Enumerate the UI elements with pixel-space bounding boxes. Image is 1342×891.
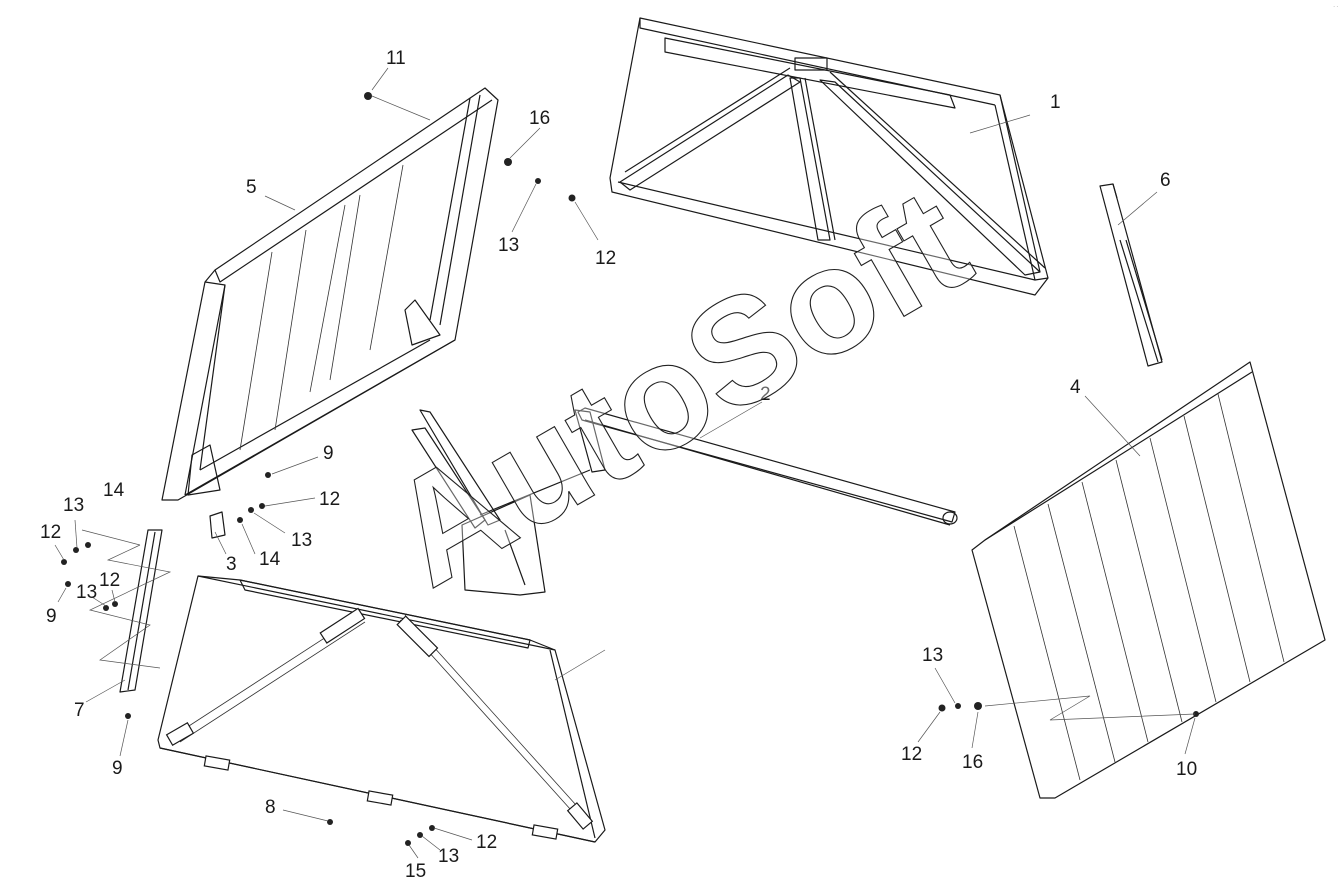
callout-13-bottom: 13 xyxy=(438,846,459,867)
callout-14-mid: 14 xyxy=(259,549,281,570)
callout-13-mid: 13 xyxy=(291,530,312,551)
callout-7: 7 xyxy=(74,700,85,721)
callout-2: 2 xyxy=(760,384,771,405)
callout-16-bottom: 16 xyxy=(962,752,983,773)
callout-12-top: 12 xyxy=(595,248,616,269)
callouts: 1 2 3 4 5 6 7 8 9 9 9 10 11 12 12 12 12 … xyxy=(40,48,1197,882)
part-2-shaft-assembly xyxy=(411,407,958,596)
callout-9-bottom: 9 xyxy=(112,758,123,779)
callout-13-top: 13 xyxy=(498,235,519,256)
callout-12-left: 12 xyxy=(40,522,61,543)
corner-mark: · · xyxy=(1333,4,1338,10)
part-7-bar xyxy=(119,529,163,693)
part-1-upper-frame xyxy=(609,17,1049,296)
callout-12-right: 12 xyxy=(901,744,922,765)
callout-6: 6 xyxy=(1160,170,1171,191)
part-1-lower-frame xyxy=(157,575,606,843)
callout-13-left2: 13 xyxy=(76,582,97,603)
part-5-side-panel xyxy=(161,87,499,501)
callout-4: 4 xyxy=(1070,377,1081,398)
callout-15: 15 xyxy=(405,861,426,882)
callout-11: 11 xyxy=(386,48,406,69)
callout-14-left: 14 xyxy=(103,480,125,501)
callout-16-top: 16 xyxy=(529,108,550,129)
callout-1-upper: 1 xyxy=(1050,92,1061,113)
callout-3: 3 xyxy=(226,554,237,575)
callout-13-right: 13 xyxy=(922,645,943,666)
part-3-bracket xyxy=(209,511,226,539)
hardware-fasteners xyxy=(61,92,1199,846)
callout-12-bottom: 12 xyxy=(476,832,497,853)
callout-9-left: 9 xyxy=(46,606,57,627)
callout-12-mid: 12 xyxy=(319,489,340,510)
callout-13-left: 13 xyxy=(63,495,84,516)
leader-lines xyxy=(54,67,1196,859)
callout-5: 5 xyxy=(246,177,257,198)
callout-8: 8 xyxy=(265,797,276,818)
callout-12-left2: 12 xyxy=(99,570,120,591)
callout-10: 10 xyxy=(1176,759,1197,780)
part-6-strip xyxy=(1099,183,1163,367)
callout-9-right: 9 xyxy=(323,443,334,464)
part-4-floor-panel xyxy=(971,361,1326,799)
